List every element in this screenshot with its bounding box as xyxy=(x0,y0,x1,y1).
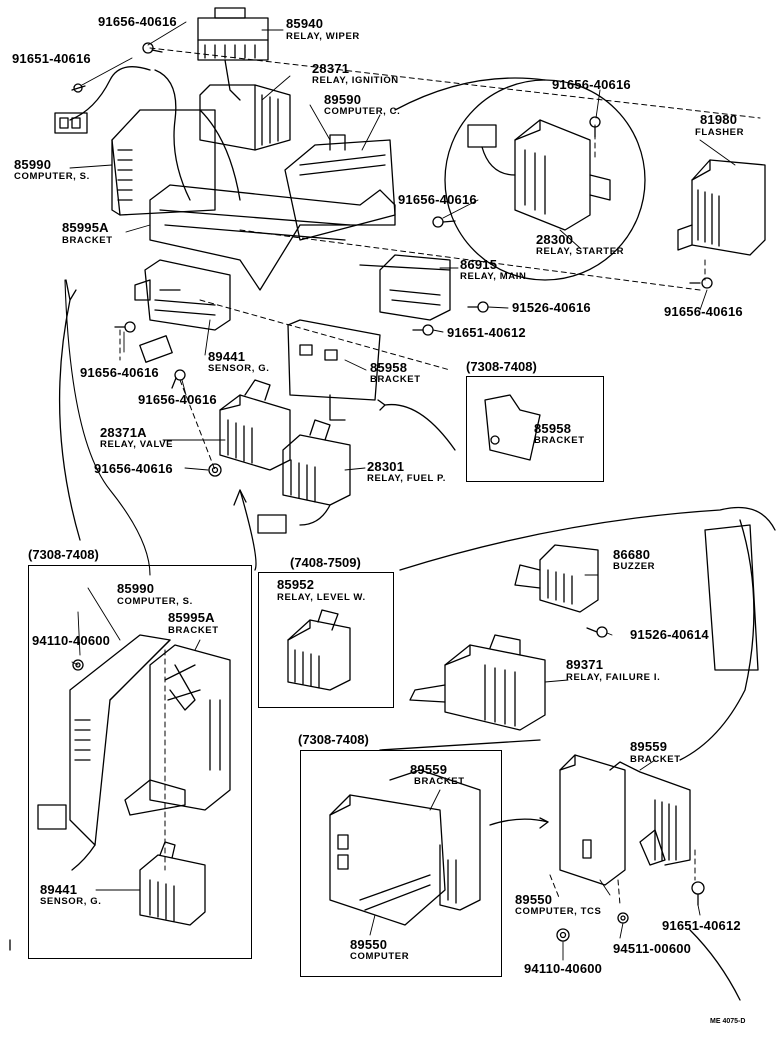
part-name: RELAY, FAILURE I. xyxy=(566,672,661,683)
part-number: 28371A xyxy=(100,425,147,440)
part-number: 91526-40614 xyxy=(630,627,709,642)
part-name: BRACKET xyxy=(168,625,219,636)
part-name: RELAY, STARTER xyxy=(536,246,625,257)
part-name: BRACKET xyxy=(630,754,681,765)
fuel-pump-relay xyxy=(233,419,351,571)
part-number: 89371 xyxy=(566,657,604,672)
inset-box-bracket-85958 xyxy=(466,376,604,482)
main-computer-assembly xyxy=(54,7,396,541)
part-number: 94511-00600 xyxy=(613,941,692,956)
model-range: (7308-7408) xyxy=(466,359,537,374)
inset-arrow xyxy=(64,279,151,576)
buzzer-unit xyxy=(514,544,599,613)
part-name: RELAY, WIPER xyxy=(286,31,360,42)
part-name: BUZZER xyxy=(613,561,656,572)
part-number: 91656-40616 xyxy=(138,392,217,407)
part-number: 91526-40616 xyxy=(512,300,591,315)
part-number: 85940 xyxy=(286,16,324,31)
valve-relay xyxy=(219,379,291,471)
part-number: 28301 xyxy=(367,459,405,474)
part-number: 91656-40616 xyxy=(552,77,631,92)
model-range: (7308-7408) xyxy=(28,547,99,562)
part-number: 89441 xyxy=(208,349,246,364)
part-number: 85990 xyxy=(117,581,155,596)
part-number: 85958 xyxy=(370,360,408,375)
part-number: 86915 xyxy=(460,257,498,272)
part-number: 85958 xyxy=(534,421,572,436)
instrument-panel-outline xyxy=(379,506,776,761)
bracket-85958-detail xyxy=(377,394,541,461)
failure-relay xyxy=(409,634,546,731)
part-name: COMPUTER, TCS xyxy=(515,906,602,917)
model-range: (7408-7509) xyxy=(290,555,361,570)
part-name: RELAY, IGNITION xyxy=(312,75,399,86)
leader-lines xyxy=(69,21,736,961)
part-number: 85995A xyxy=(62,220,109,235)
part-number: 89441 xyxy=(40,882,78,897)
part-number: 85990 xyxy=(14,157,52,172)
part-number: 91651-40612 xyxy=(447,325,526,340)
part-number: 85995A xyxy=(168,610,215,625)
part-number: 89559 xyxy=(630,739,668,754)
part-number: 89559 xyxy=(410,762,448,777)
part-number: 91656-40616 xyxy=(664,304,743,319)
diagram-code: ME 4075-D xyxy=(710,1018,746,1025)
part-name: BRACKET xyxy=(370,374,421,385)
model-range: (7308-7408) xyxy=(298,732,369,747)
part-number: 28371 xyxy=(312,61,350,76)
inset-computer-s xyxy=(37,634,231,926)
part-number: 91651-40616 xyxy=(12,51,91,66)
part-name: RELAY, FUEL P. xyxy=(367,473,446,484)
inset-level-relay xyxy=(287,609,351,691)
part-name: COMPUTER xyxy=(350,951,410,962)
part-name: SENSOR, G. xyxy=(208,363,270,374)
part-number: 28300 xyxy=(536,232,574,247)
part-name: BRACKET xyxy=(534,435,585,446)
part-number: 94110-40600 xyxy=(32,633,111,648)
inset-box-level-relay xyxy=(258,572,394,708)
part-number: 89550 xyxy=(350,937,388,952)
inset-box-computer-89550 xyxy=(300,750,502,977)
part-number: 91656-40616 xyxy=(80,365,159,380)
part-number: 81980 xyxy=(700,112,738,127)
part-name: RELAY, VALVE xyxy=(100,439,174,450)
part-number: 91656-40616 xyxy=(398,192,477,207)
computer-tcs xyxy=(559,754,741,1001)
part-name: RELAY, MAIN xyxy=(460,271,527,282)
inset-box-computer-s xyxy=(28,565,252,959)
part-name: COMPUTER, S. xyxy=(14,171,90,182)
starter-relay xyxy=(467,119,611,231)
part-name: COMPUTER, S. xyxy=(117,596,193,607)
flasher-unit xyxy=(677,159,766,256)
part-number: 89590 xyxy=(324,92,362,107)
part-name: RELAY, LEVEL W. xyxy=(277,592,366,603)
part-number: 86680 xyxy=(613,547,651,562)
part-number: 94110-40600 xyxy=(524,961,603,976)
main-relay xyxy=(287,254,451,421)
part-number: 91651-40612 xyxy=(662,918,741,933)
part-number: 91656-40616 xyxy=(94,461,173,476)
part-number: 89550 xyxy=(515,892,553,907)
part-name: BRACKET xyxy=(62,235,113,246)
part-name: FLASHER xyxy=(695,127,745,138)
bolt-icons xyxy=(71,42,713,942)
inset-computer-89550 xyxy=(329,769,549,926)
part-name: SENSOR, G. xyxy=(40,896,102,907)
part-name: COMPUTER, C. xyxy=(324,106,401,117)
part-number: 85952 xyxy=(277,577,315,592)
part-number: 91656-40616 xyxy=(98,14,177,29)
part-name: BRACKET xyxy=(414,776,465,787)
